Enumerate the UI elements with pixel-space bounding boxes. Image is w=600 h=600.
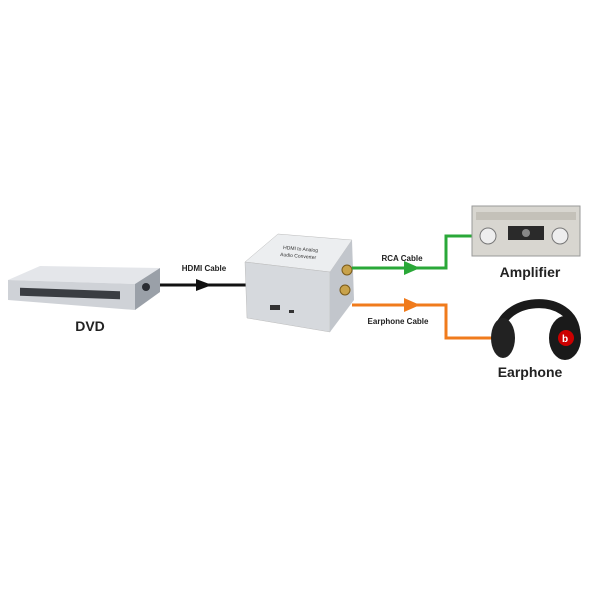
rca-cable-label: RCA Cable xyxy=(381,254,423,263)
dvd-label: DVD xyxy=(75,318,105,334)
converter-device: HDMI to Analog Audio Converter xyxy=(244,233,354,333)
svg-text:Audio Converter: Audio Converter xyxy=(280,252,317,261)
hdmi-cable xyxy=(160,279,246,291)
dvd-player xyxy=(8,266,160,310)
earphone-label: Earphone xyxy=(497,364,563,380)
earphone-cable xyxy=(352,298,492,340)
earphone-cable-label: Earphone Cable xyxy=(367,317,429,326)
svg-text:HDMI to Analog: HDMI to Analog xyxy=(283,245,319,254)
amplifier-device xyxy=(471,205,581,257)
hdmi-cable-label: HDMI Cable xyxy=(181,264,227,273)
headphones-device: b xyxy=(491,299,581,360)
svg-text:b: b xyxy=(562,334,568,345)
rca-cable xyxy=(352,234,472,275)
amplifier-label: Amplifier xyxy=(499,264,561,280)
